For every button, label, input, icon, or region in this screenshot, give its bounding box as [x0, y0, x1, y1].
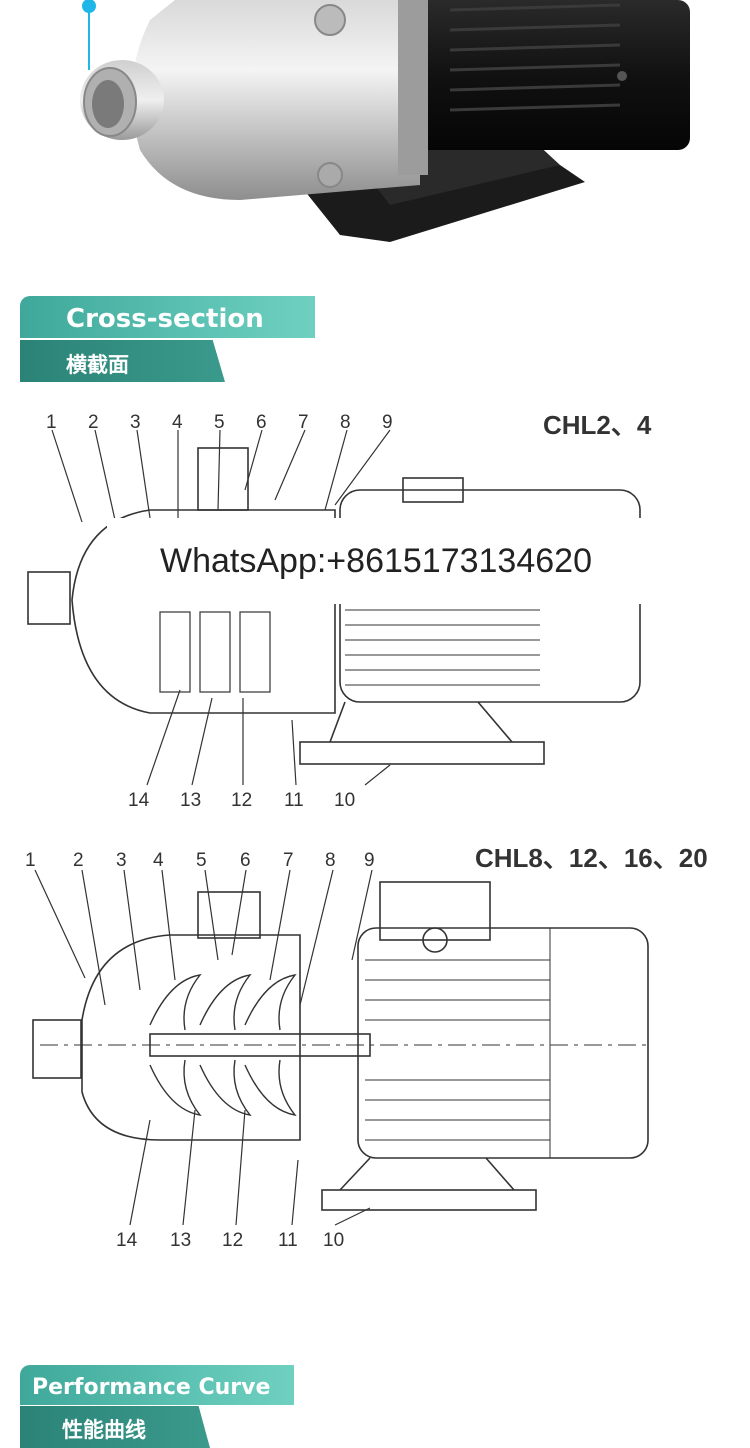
- model-label-chl2-4: CHL2、4: [543, 410, 652, 440]
- performance-banner-bottom: [20, 1406, 210, 1448]
- cross-section-subtitle: 横截面: [66, 353, 129, 377]
- terminal-box-1: [402, 477, 464, 503]
- base-2: [321, 1189, 537, 1211]
- performance-subtitle: 性能曲线: [62, 1418, 146, 1442]
- pump-casing-2: [81, 934, 301, 1141]
- callout2-top-4: 4: [153, 850, 164, 871]
- callout2-bottom-14: 14: [116, 1230, 138, 1251]
- callout-top-2: 2: [88, 412, 99, 433]
- inlet-pipe-2: [32, 1019, 82, 1079]
- callout2-bottom-10: 10: [323, 1230, 344, 1251]
- callout-bottom-13: 13: [180, 790, 201, 811]
- callout-bottom-14: 14: [128, 790, 150, 811]
- performance-title: Performance Curve: [32, 1375, 271, 1400]
- callout2-top-7: 7: [283, 850, 294, 871]
- model-label-chl8-20: CHL8、12、16、20: [475, 843, 708, 873]
- callout2-bottom-11: 11: [278, 1230, 298, 1251]
- callout-top-8: 8: [340, 412, 351, 433]
- callout2-top-2: 2: [73, 850, 84, 871]
- callout2-top-9: 9: [364, 850, 375, 871]
- callout-bottom-12: 12: [231, 790, 252, 811]
- callout-top-3: 3: [130, 412, 141, 433]
- performance-banner-top: [20, 1365, 294, 1405]
- callout2-top-8: 8: [325, 850, 336, 871]
- callout-top-6: 6: [256, 412, 267, 433]
- cross-section-banner-bottom: [20, 340, 225, 382]
- cross-section-title: Cross-section: [66, 304, 264, 334]
- cross-section-diagram-chl2-4: CHL2、4: [27, 410, 652, 811]
- outlet-pipe-1: [197, 447, 249, 511]
- cross-section-diagram-chl8-20: CHL8、12、16、20: [25, 843, 708, 1251]
- callout-bottom-11: 11: [284, 790, 304, 811]
- whatsapp-watermark: WhatsApp:+8615173134620: [107, 518, 645, 604]
- callout-top-9: 9: [382, 412, 393, 433]
- motor-2: [357, 927, 649, 1159]
- callout2-top-6: 6: [240, 850, 251, 871]
- callout-top-7: 7: [298, 412, 309, 433]
- callout2-bottom-13: 13: [170, 1230, 191, 1251]
- callout-bottom-10: 10: [334, 790, 355, 811]
- cross-section-banner-top: [20, 296, 315, 338]
- callout2-bottom-12: 12: [222, 1230, 243, 1251]
- callout2-top-1: 1: [25, 850, 36, 871]
- outlet-pipe-2: [197, 891, 261, 939]
- inlet-pipe-1: [27, 571, 71, 625]
- callout2-top-5: 5: [196, 850, 207, 871]
- base-1: [299, 741, 545, 765]
- callout2-top-3: 3: [116, 850, 127, 871]
- terminal-box-2: [379, 881, 491, 941]
- callout-top-1: 1: [46, 412, 57, 433]
- pump-product-photo: [80, 0, 690, 242]
- callout-top-5: 5: [214, 412, 225, 433]
- callout-top-4: 4: [172, 412, 183, 433]
